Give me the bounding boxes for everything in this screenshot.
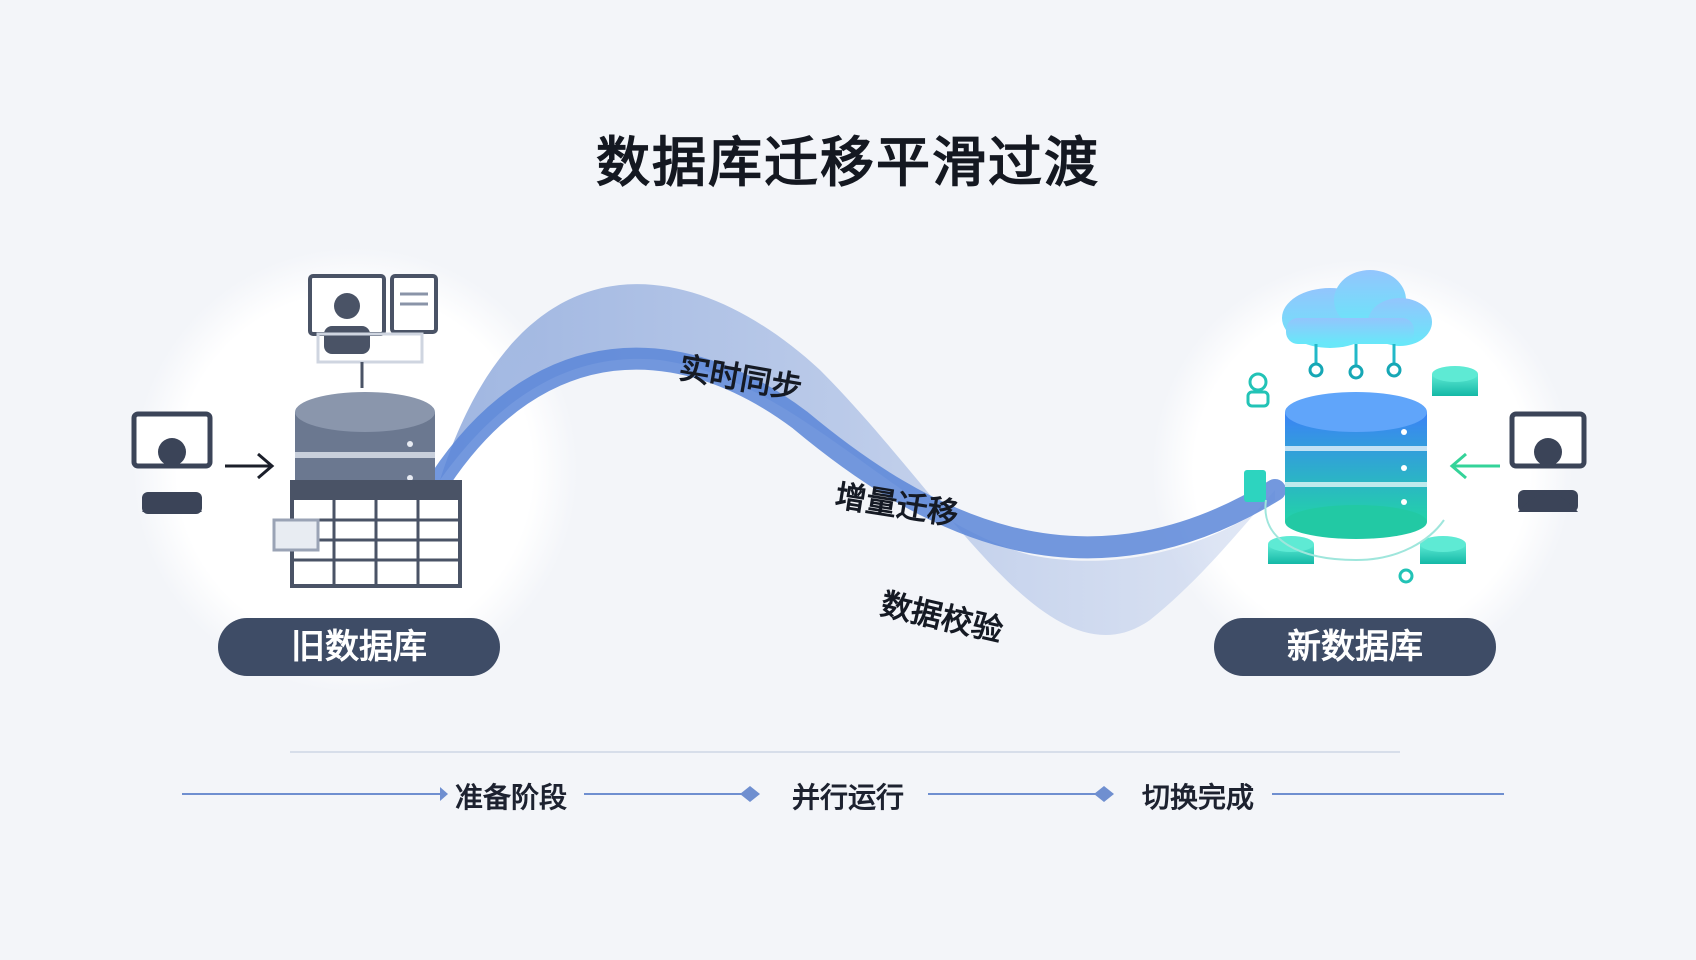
- timeline-stage-switch: 切换完成: [1142, 781, 1255, 814]
- arrow-right-icon: [225, 452, 275, 480]
- user-monitor-left: [131, 411, 213, 514]
- database-icon-satellites: [1244, 366, 1478, 584]
- migration-ribbon-core: [429, 347, 1286, 559]
- timeline-stage-parallel: 并行运行: [792, 781, 905, 814]
- old-db-label: 旧数据库: [218, 618, 500, 676]
- timeline: [182, 751, 1504, 802]
- timeline-stage-prepare: 准备阶段: [455, 781, 568, 814]
- new-db-label: 新数据库: [1214, 618, 1496, 676]
- cloud-icon: [1282, 270, 1432, 380]
- page-title: 数据库迁移平滑过渡: [596, 131, 1100, 194]
- table-icon: [272, 480, 462, 588]
- user-monitor-right: [1509, 411, 1587, 512]
- database-icon-new: [1285, 392, 1427, 539]
- arrow-left-icon: [1449, 452, 1500, 480]
- monitor-icon-top: [308, 274, 438, 388]
